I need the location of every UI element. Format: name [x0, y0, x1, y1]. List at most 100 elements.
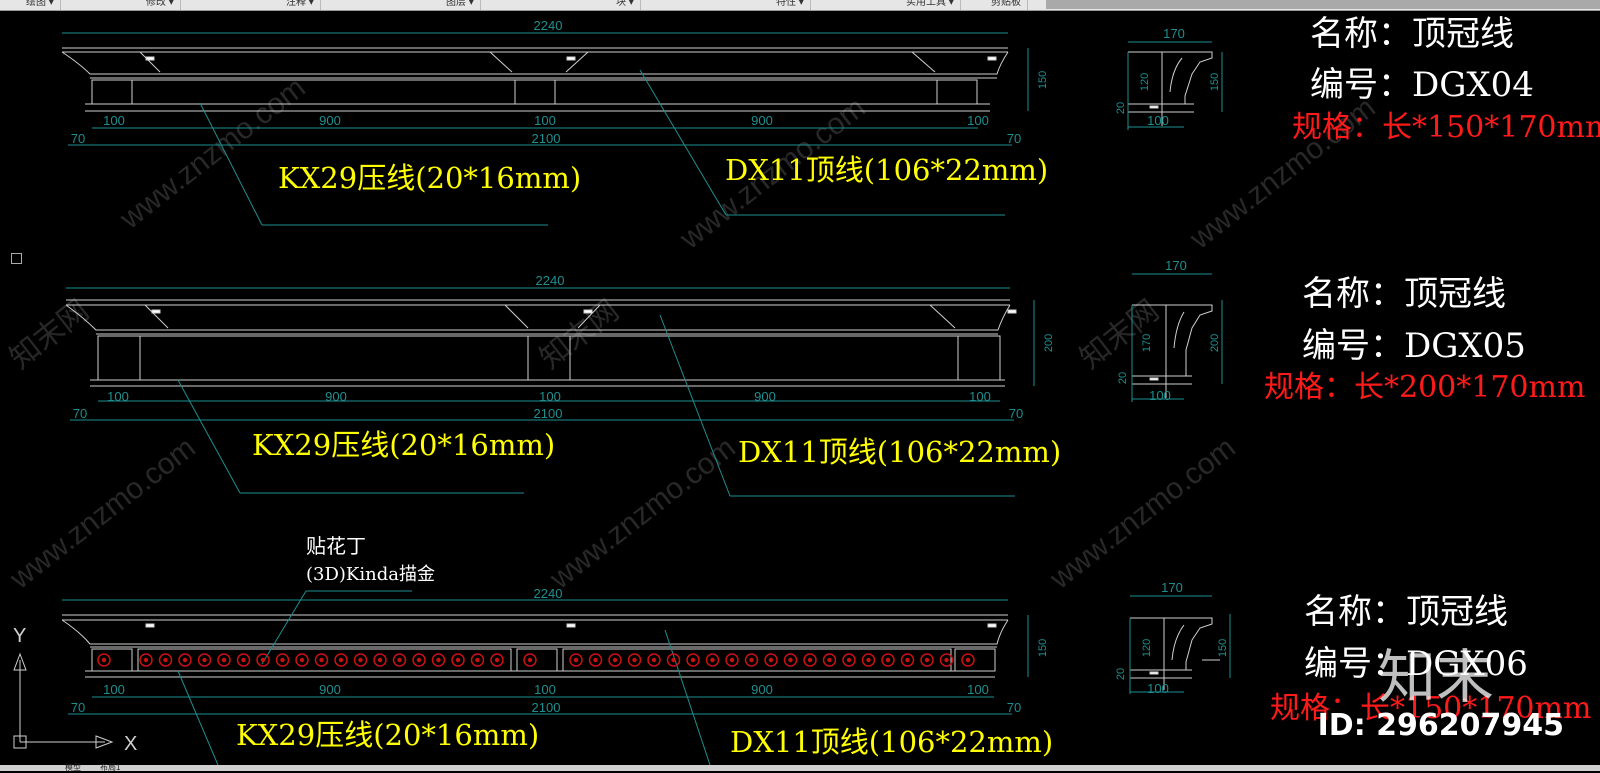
- section-base-dim: 100: [1147, 681, 1169, 696]
- overall-width-dim: 2240: [536, 273, 565, 288]
- rosette-center: [710, 657, 715, 663]
- rosette-ornament: [217, 653, 231, 667]
- watermark-text: www.znzmo.com: [543, 431, 741, 596]
- drawing-canvas[interactable]: www.znzmo.com www.znzmo.com www.znzmo.co…: [0, 10, 1600, 765]
- rosette-center: [338, 657, 344, 663]
- rosette-ornament: [939, 653, 954, 667]
- rosette-center: [527, 657, 533, 663]
- ribbon-tab-draw[interactable]: 绘图 ▾: [20, 0, 61, 10]
- section-code: 编号：DGX04: [1310, 65, 1534, 105]
- watermark-text: www.znzmo.com: [1043, 431, 1241, 596]
- rosette-center: [612, 657, 618, 663]
- seg-mid2-dim: 900: [754, 389, 776, 404]
- rosette-ornament: [666, 653, 681, 667]
- section-height-dim: 150: [1217, 639, 1229, 657]
- watermark-text: www.znzmo.com: [113, 71, 311, 236]
- section-name: 名称：顶冠线: [1302, 274, 1506, 314]
- watermark-text: 知末网: [534, 294, 625, 375]
- section-name: 名称：顶冠线: [1304, 592, 1508, 632]
- ribbon-tab-annotate[interactable]: 注释 ▾: [280, 0, 321, 10]
- seg-right-dim: 100: [967, 113, 989, 128]
- status-bar: 模型 布局1: [0, 763, 1600, 772]
- ucs-y-label: Y: [13, 625, 26, 647]
- rosette-center: [377, 657, 383, 663]
- note-title: 贴花丁: [306, 534, 366, 558]
- rosette-ornament: [97, 653, 111, 667]
- seg-mid1-dim: 900: [319, 682, 341, 697]
- rosette-ornament: [431, 653, 446, 667]
- rosette-ornament: [725, 653, 739, 667]
- overall-width-dim: 2240: [534, 18, 563, 33]
- rosette-center: [202, 657, 207, 663]
- rosette-center: [475, 657, 480, 663]
- seg-mid1-dim: 900: [319, 113, 341, 128]
- rosette-center: [182, 657, 188, 663]
- inner-total-dim: 2100: [532, 131, 561, 146]
- rosette-ornament: [608, 653, 622, 667]
- ribbon-empty-area: [1046, 0, 1600, 9]
- edge-right-dim: 70: [1009, 406, 1023, 421]
- rosette-center: [280, 657, 285, 663]
- elevation-dgx05: [65, 287, 1035, 497]
- watermark-text: www.znzmo.com: [3, 431, 201, 596]
- rosette-center: [866, 657, 871, 663]
- rosette-ornament: [392, 653, 407, 667]
- seg-center-dim: 100: [534, 113, 556, 128]
- ribbon-tab-properties[interactable]: 特性 ▾: [770, 0, 811, 10]
- section-side-dim: 120: [1141, 639, 1153, 657]
- rosette-ornament: [353, 653, 368, 667]
- height-dim: 200: [1043, 334, 1055, 352]
- ribbon-tab-clipboard[interactable]: 剪贴板: [985, 0, 1028, 10]
- rosette-center: [436, 657, 441, 663]
- ribbon-tab-modify[interactable]: 修改 ▾: [140, 0, 181, 10]
- rosette-ornament: [373, 653, 387, 667]
- ribbon-tab-block[interactable]: 块 ▾: [610, 0, 641, 10]
- rosette-ornament: [412, 653, 426, 667]
- elevation-dgx06-dims: 2240 100 900 100 900 100 2100 70 70 150 …: [71, 534, 1053, 759]
- selection-grip[interactable]: [11, 253, 22, 264]
- edge-left-dim: 70: [71, 131, 85, 146]
- section-spec: 规格：长*150*170mm: [1292, 110, 1600, 145]
- rosette-center: [846, 657, 852, 663]
- section-dgx04: 170 150 120 20 100: [1115, 26, 1223, 130]
- tab-layout1[interactable]: 布局1: [100, 763, 121, 772]
- rosette-center: [455, 657, 461, 663]
- rosette-ornament: [470, 653, 485, 667]
- rosette-center: [690, 657, 696, 663]
- ribbon-tab-layers[interactable]: 图层 ▾: [440, 0, 481, 10]
- tab-model[interactable]: 模型: [65, 763, 81, 772]
- rosette-center: [241, 657, 246, 663]
- rosette-ornament: [705, 653, 720, 667]
- rosette-ornament: [961, 653, 975, 667]
- section-name: 名称：顶冠线: [1310, 14, 1514, 54]
- rosette-center: [768, 657, 774, 663]
- rosette-ornament: [627, 653, 642, 667]
- watermark-text: 知末网: [4, 294, 95, 375]
- id-badge: ID: 296207945: [1317, 708, 1564, 743]
- ucs-icon: Y X: [13, 625, 137, 755]
- seg-left-dim: 100: [103, 682, 125, 697]
- overall-width-dim: 2240: [534, 586, 563, 601]
- rosette-center: [671, 657, 676, 663]
- rosette-ornament: [569, 653, 583, 667]
- label-dx11: DX11顶线(106*22mm): [725, 153, 1048, 187]
- rosette-center: [632, 657, 637, 663]
- rosette-ornament: [803, 653, 817, 667]
- section-small-dim: 20: [1117, 372, 1129, 384]
- section-dgx05: 170 200 170 20 100: [1117, 258, 1223, 403]
- rosette-center: [924, 657, 930, 663]
- seg-left-dim: 100: [107, 389, 129, 404]
- rosette-ornament: [686, 653, 700, 667]
- ribbon-tab-utilities[interactable]: 实用工具 ▾: [900, 0, 961, 10]
- ribbon-toolbar: 绘图 ▾ 修改 ▾ 注释 ▾ 图层 ▾ 块 ▾ 特性 ▾ 实用工具 ▾ 剪贴板: [0, 0, 1600, 11]
- rosette-ornament: [881, 653, 895, 667]
- label-dx11: DX11顶线(106*22mm): [730, 725, 1053, 759]
- rosette-ornament: [900, 653, 915, 667]
- rosette-ornament: [334, 653, 348, 667]
- rosette-ornament: [158, 653, 173, 667]
- seg-mid2-dim: 900: [751, 113, 773, 128]
- rosette-center: [905, 657, 910, 663]
- edge-left-dim: 70: [73, 406, 87, 421]
- height-dim: 150: [1037, 639, 1049, 657]
- rosette-ornament: [139, 653, 153, 667]
